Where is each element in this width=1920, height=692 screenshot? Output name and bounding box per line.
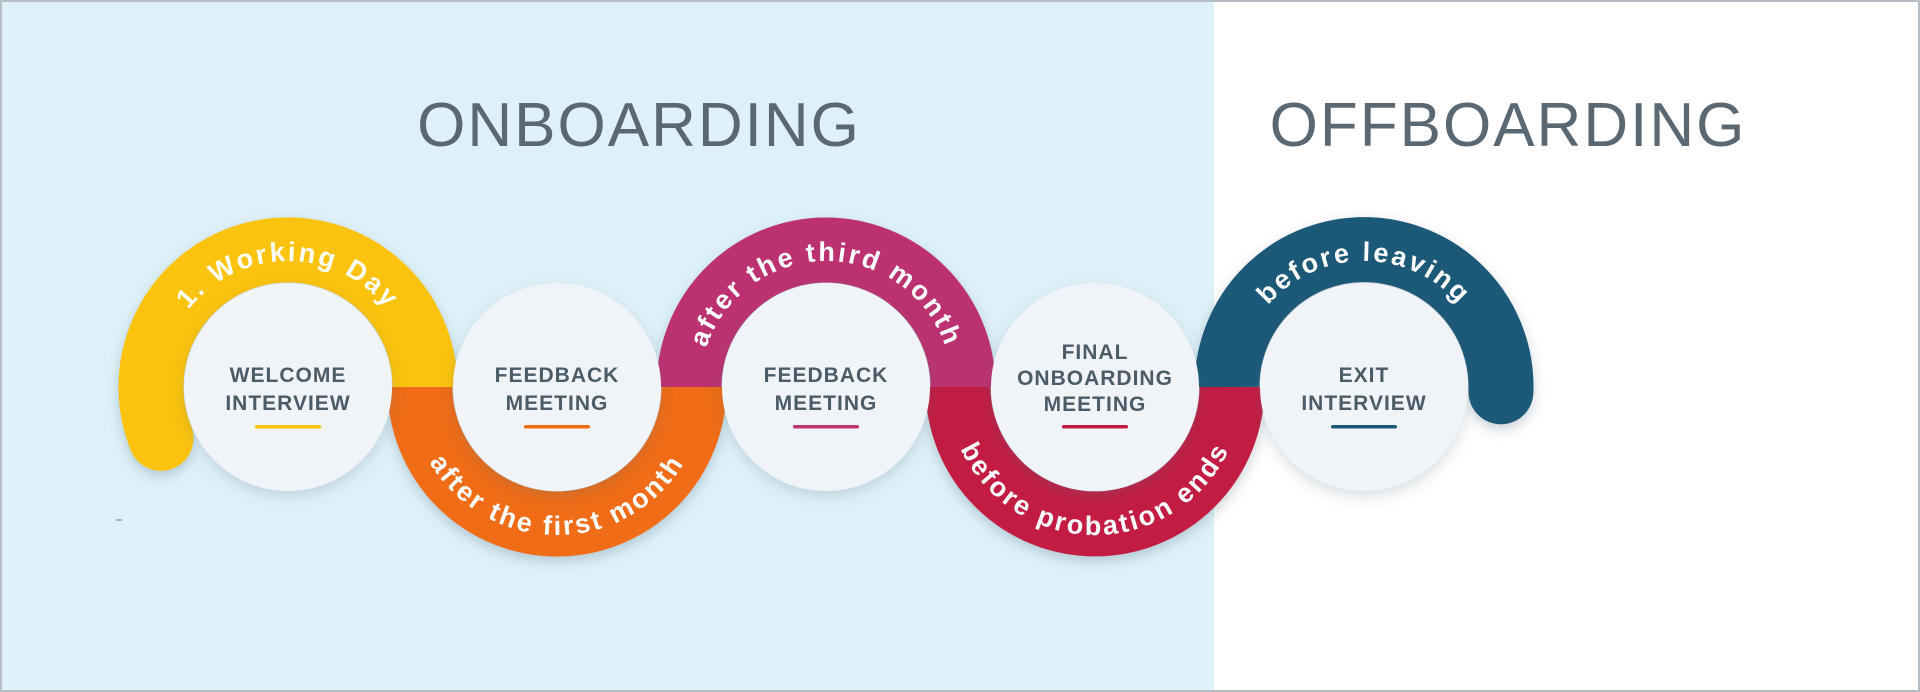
step-circle-welcome-interview bbox=[184, 283, 392, 491]
arc-band-exit-interview bbox=[1194, 217, 1534, 393]
step-label-line: EXIT bbox=[1339, 364, 1390, 387]
step-accent-underline bbox=[524, 425, 590, 429]
step-circle-feedback-meeting-2 bbox=[722, 283, 930, 491]
step-label-line: ONBOARDING bbox=[1017, 367, 1173, 390]
step-label-line: INTERVIEW bbox=[1301, 392, 1426, 415]
step-accent-underline bbox=[793, 425, 859, 429]
step-circle-feedback-meeting-1 bbox=[453, 283, 661, 491]
stray-dash-mark bbox=[116, 519, 122, 521]
step-label-line: FEEDBACK bbox=[764, 364, 889, 387]
step-label-line: FINAL bbox=[1062, 341, 1129, 364]
step-label-line: FEEDBACK bbox=[495, 364, 620, 387]
step-accent-underline bbox=[255, 425, 321, 429]
onboarding-title: ONBOARDING bbox=[417, 91, 861, 160]
arc-band-feedback-meeting-2 bbox=[656, 217, 996, 388]
arc-band-feedback-meeting-1 bbox=[387, 386, 727, 557]
step-label-line: MEETING bbox=[1044, 393, 1147, 416]
arc-band-welcome-interview bbox=[118, 217, 458, 451]
step-label-line: MEETING bbox=[506, 392, 609, 415]
step-label-line: WELCOME bbox=[230, 364, 347, 387]
step-accent-underline bbox=[1331, 425, 1397, 429]
step-accent-underline bbox=[1062, 425, 1128, 429]
arc-band-final-onboarding-meeting bbox=[925, 386, 1265, 557]
step-label-line: MEETING bbox=[775, 392, 878, 415]
offboarding-title: OFFBOARDING bbox=[1269, 91, 1747, 160]
step-label-line: INTERVIEW bbox=[225, 392, 350, 415]
arc-band-start-cap bbox=[128, 405, 194, 471]
step-circle-final-onboarding-meeting bbox=[991, 283, 1199, 491]
arc-band-end-cap bbox=[1468, 359, 1534, 425]
step-circle-exit-interview bbox=[1260, 283, 1468, 491]
